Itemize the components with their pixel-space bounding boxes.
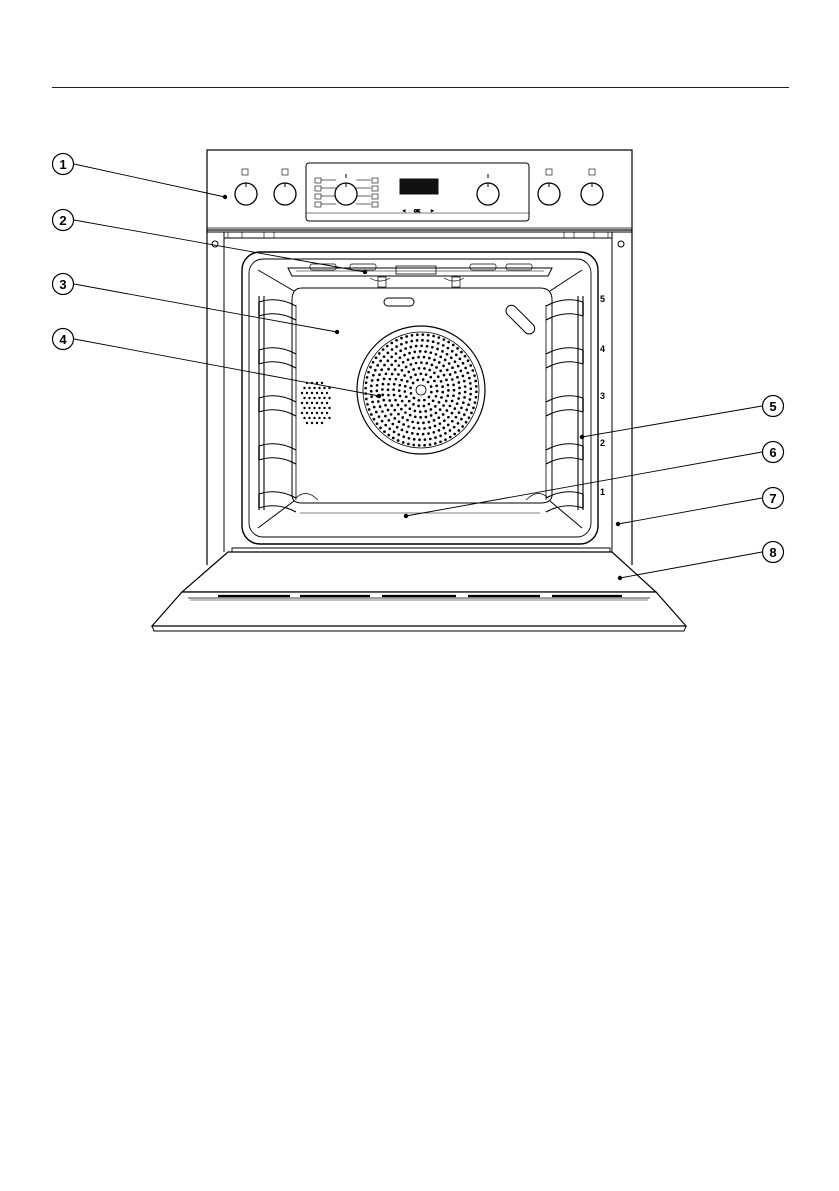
callout-7-label: 7 — [769, 491, 776, 506]
callout-6-label: 6 — [769, 445, 776, 460]
callout-1: 1 — [53, 154, 74, 175]
oven-display — [400, 179, 438, 194]
shelf-level-2: 2 — [600, 438, 605, 448]
top-heating-element — [288, 264, 552, 287]
callout-6: 6 — [763, 442, 784, 463]
fan-cover — [357, 326, 485, 454]
callout-2-label: 2 — [59, 213, 66, 228]
callout-8-label: 8 — [769, 545, 776, 560]
display-ok-label: OK — [414, 208, 420, 213]
callout-2: 2 — [53, 210, 74, 231]
callout-5-label: 5 — [769, 399, 776, 414]
door-seal — [242, 252, 598, 544]
callout-4-label: 4 — [59, 332, 67, 347]
shelf-level-1: 1 — [600, 487, 605, 497]
callout-8: 8 — [763, 542, 784, 563]
oven-door — [152, 548, 686, 631]
shelf-level-5: 5 — [600, 294, 605, 304]
callout-3: 3 — [53, 274, 74, 295]
callout-5: 5 — [763, 396, 784, 417]
shelf-level-3: 3 — [600, 391, 605, 401]
callout-7: 7 — [763, 488, 784, 509]
shelf-level-numbers: 5 4 3 2 1 — [600, 294, 605, 497]
control-panel: OK < > — [207, 150, 632, 230]
oven-front-frame — [207, 230, 632, 565]
shelf-level-4: 4 — [600, 344, 605, 354]
vent-holes — [301, 382, 331, 424]
callout-3-label: 3 — [59, 277, 66, 292]
callout-1-label: 1 — [59, 157, 66, 172]
callout-4: 4 — [53, 329, 74, 350]
side-runners-left — [259, 296, 296, 512]
oven-back-panel — [258, 270, 582, 528]
